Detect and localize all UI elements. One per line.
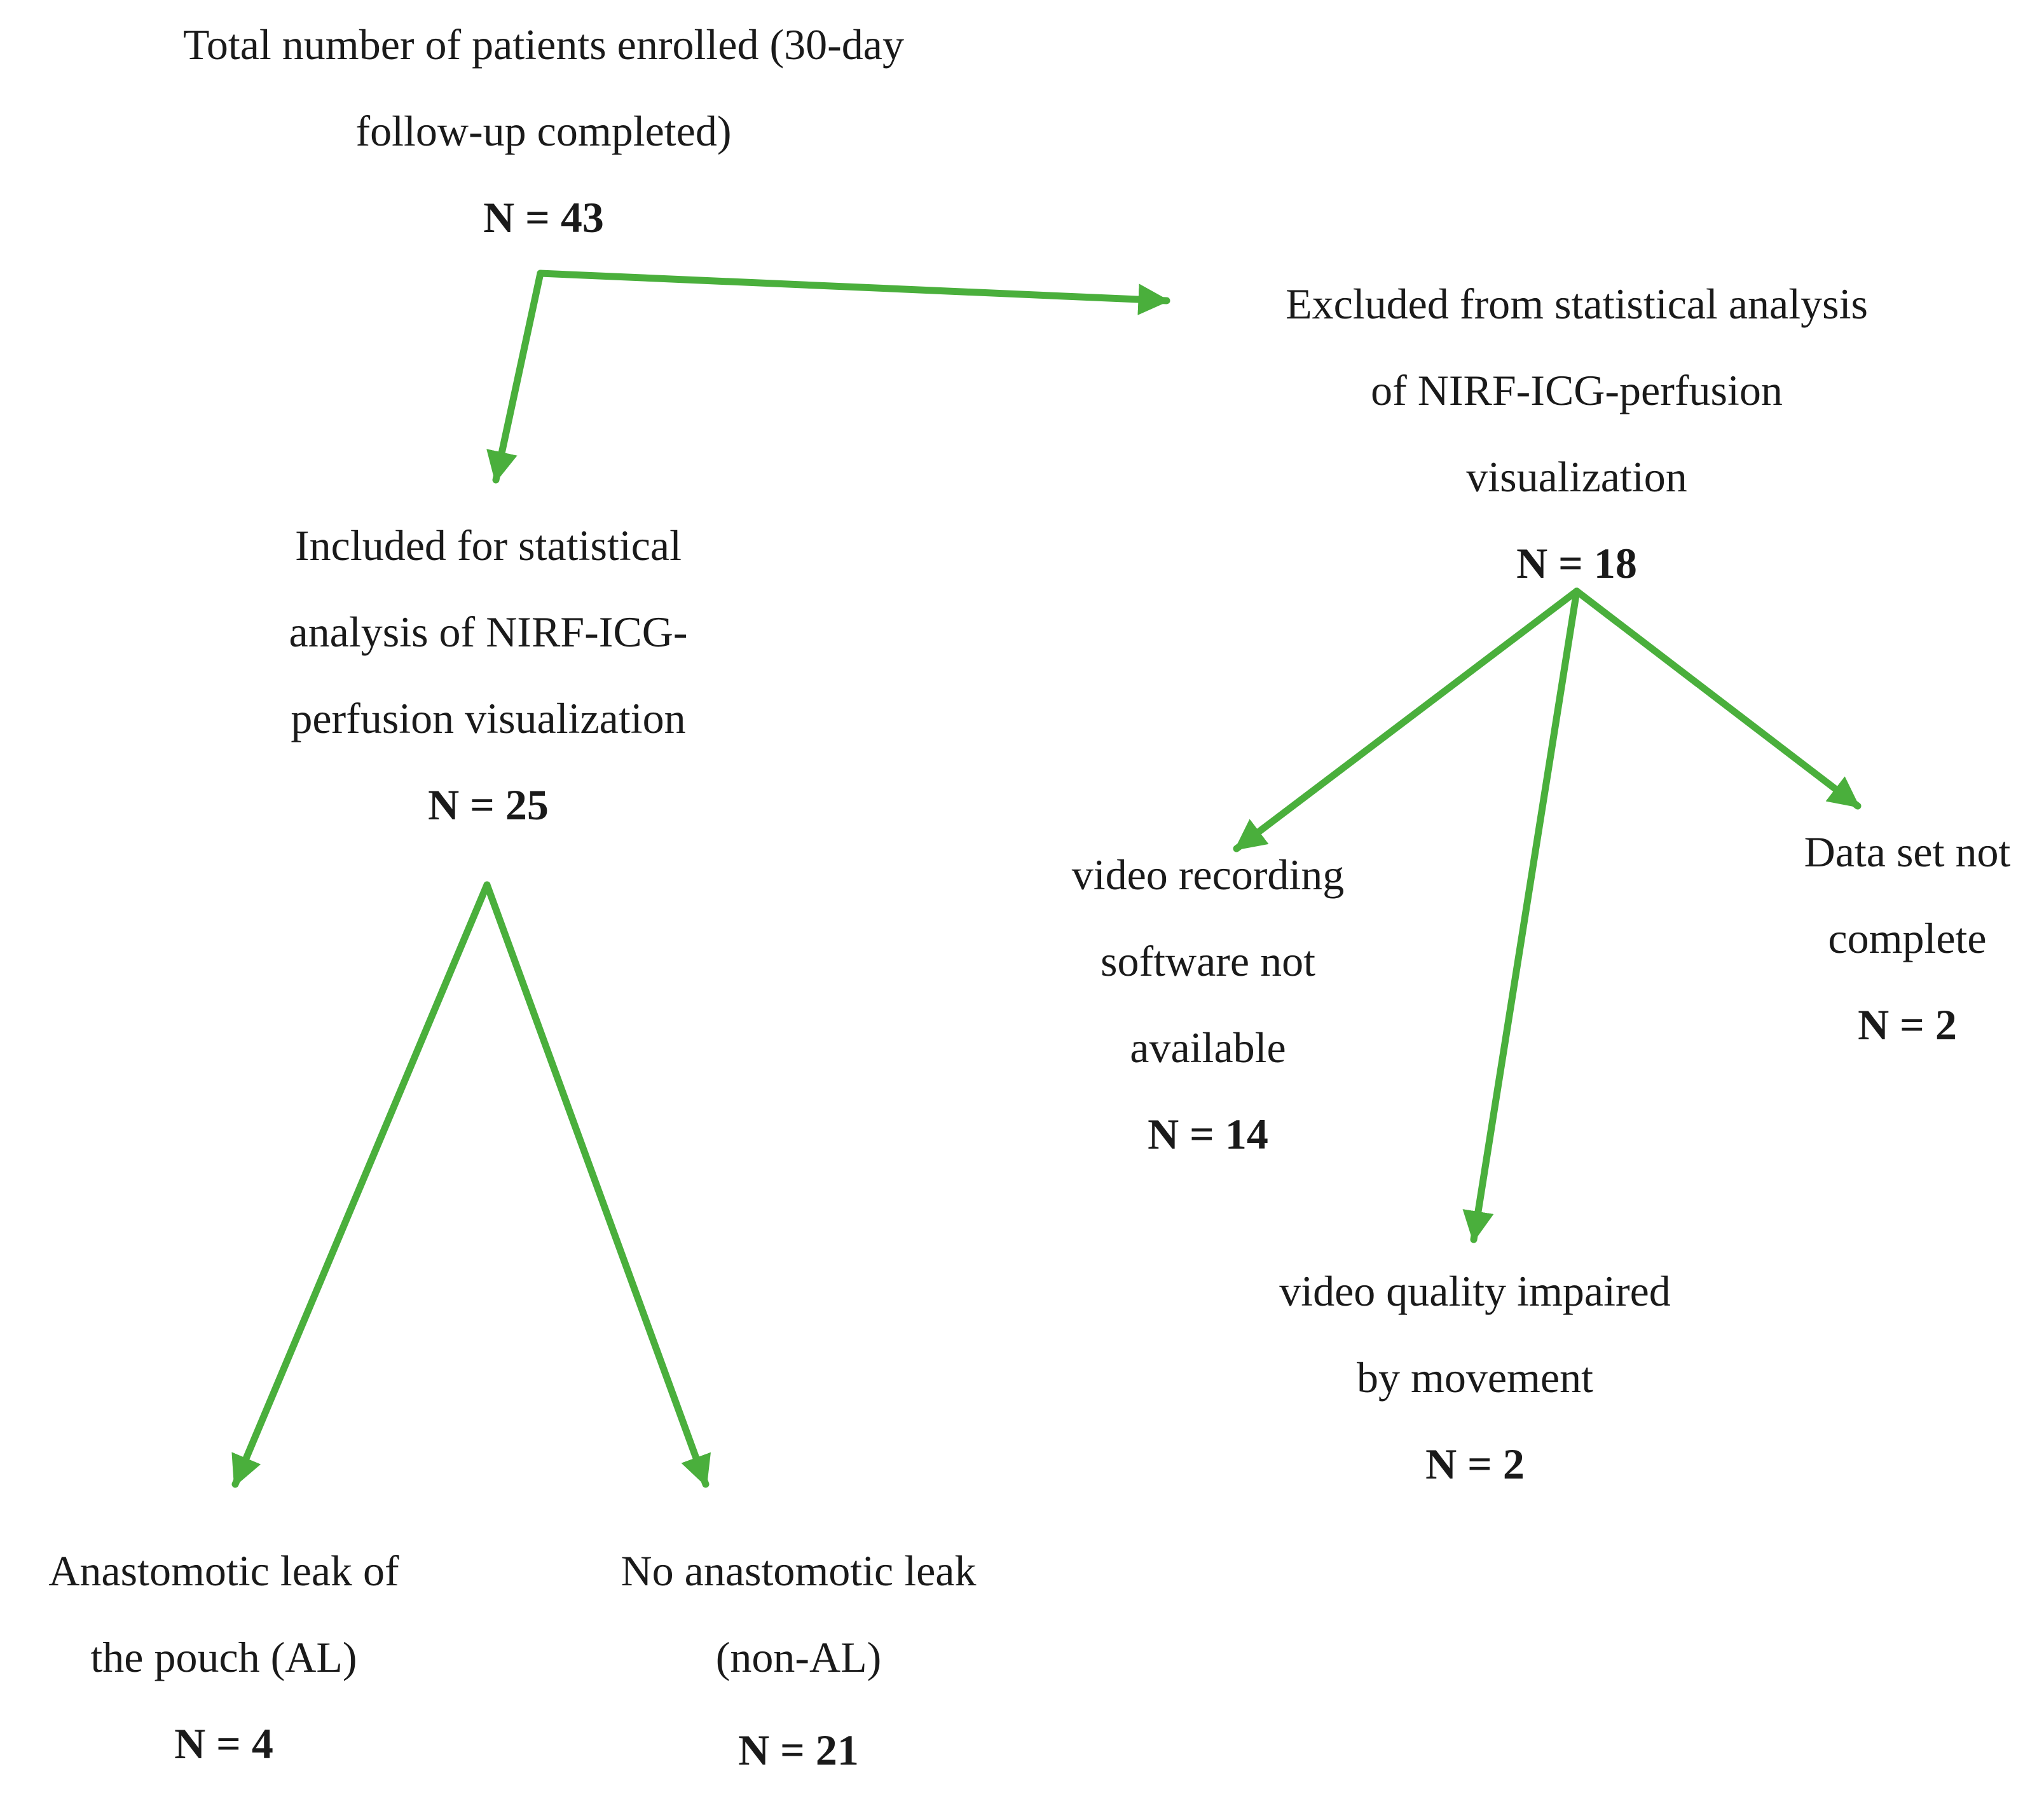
non-al-label-line-2: (non-AL) <box>715 1633 882 1681</box>
no-software-label-line-2: software not <box>1100 937 1315 985</box>
enrolled-node: Total number of patients enrolled (30-da… <box>183 1 904 261</box>
al-label-line-1: Anastomotic leak of <box>48 1547 399 1595</box>
included-label-line-2: analysis of NIRF-ICG- <box>289 608 688 656</box>
no-software-label-line-3: available <box>1130 1023 1286 1072</box>
excluded-count: N = 18 <box>1516 539 1637 587</box>
arrow-enrolled-to-excluded <box>537 270 1170 315</box>
no-software-label-line-1: video recording <box>1071 851 1345 899</box>
no-software-node: video recording software not available N… <box>1072 831 1345 1177</box>
al-count: N = 4 <box>174 1719 273 1768</box>
incomplete-label-line-2: complete <box>1828 914 1987 962</box>
arrow-included-to-al <box>231 881 491 1488</box>
arrow-excluded-to-incomplete <box>1573 587 1862 810</box>
excluded-node: Excluded from statistical analysis of NI… <box>1286 261 1868 606</box>
included-label-line-3: perfusion visualization <box>291 694 686 742</box>
movement-node: video quality impaired by movement N = 2 <box>1279 1248 1671 1507</box>
incomplete-count: N = 2 <box>1858 1001 1957 1049</box>
non-al-node: No anastomotic leak (non-AL) N = 21 <box>621 1527 977 1793</box>
enrolled-label-line-1: Total number of patients enrolled (30-da… <box>183 20 904 69</box>
included-node: Included for statistical analysis of NIR… <box>289 502 687 848</box>
arrow-excluded-to-movement <box>1462 587 1581 1243</box>
movement-label-line-1: video quality impaired <box>1279 1267 1671 1315</box>
arrow-included-to-non-al <box>483 881 711 1488</box>
enrolled-label-line-2: follow-up completed) <box>355 107 732 155</box>
no-software-count: N = 14 <box>1148 1110 1268 1158</box>
incomplete-node: Data set not complete N = 2 <box>1804 809 2011 1068</box>
excluded-label-line-3: visualization <box>1466 453 1687 501</box>
non-al-count: N = 21 <box>738 1726 859 1774</box>
non-al-label-line-1: No anastomotic leak <box>621 1547 977 1595</box>
included-count: N = 25 <box>428 781 549 829</box>
arrow-excluded-to-no-software <box>1233 587 1581 852</box>
excluded-label-line-1: Excluded from statistical analysis <box>1286 280 1868 328</box>
included-label-line-1: Included for statistical <box>294 521 682 570</box>
al-node: Anastomotic leak of the pouch (AL) N = 4 <box>48 1527 399 1787</box>
enrolled-count: N = 43 <box>483 193 604 242</box>
movement-label-line-2: by movement <box>1356 1353 1594 1402</box>
incomplete-label-line-1: Data set not <box>1804 828 2011 876</box>
arrow-enrolled-to-included <box>486 270 544 484</box>
movement-count: N = 2 <box>1425 1440 1525 1488</box>
excluded-label-line-2: of NIRF-ICG-perfusion <box>1371 366 1783 414</box>
al-label-line-2: the pouch (AL) <box>90 1633 357 1681</box>
